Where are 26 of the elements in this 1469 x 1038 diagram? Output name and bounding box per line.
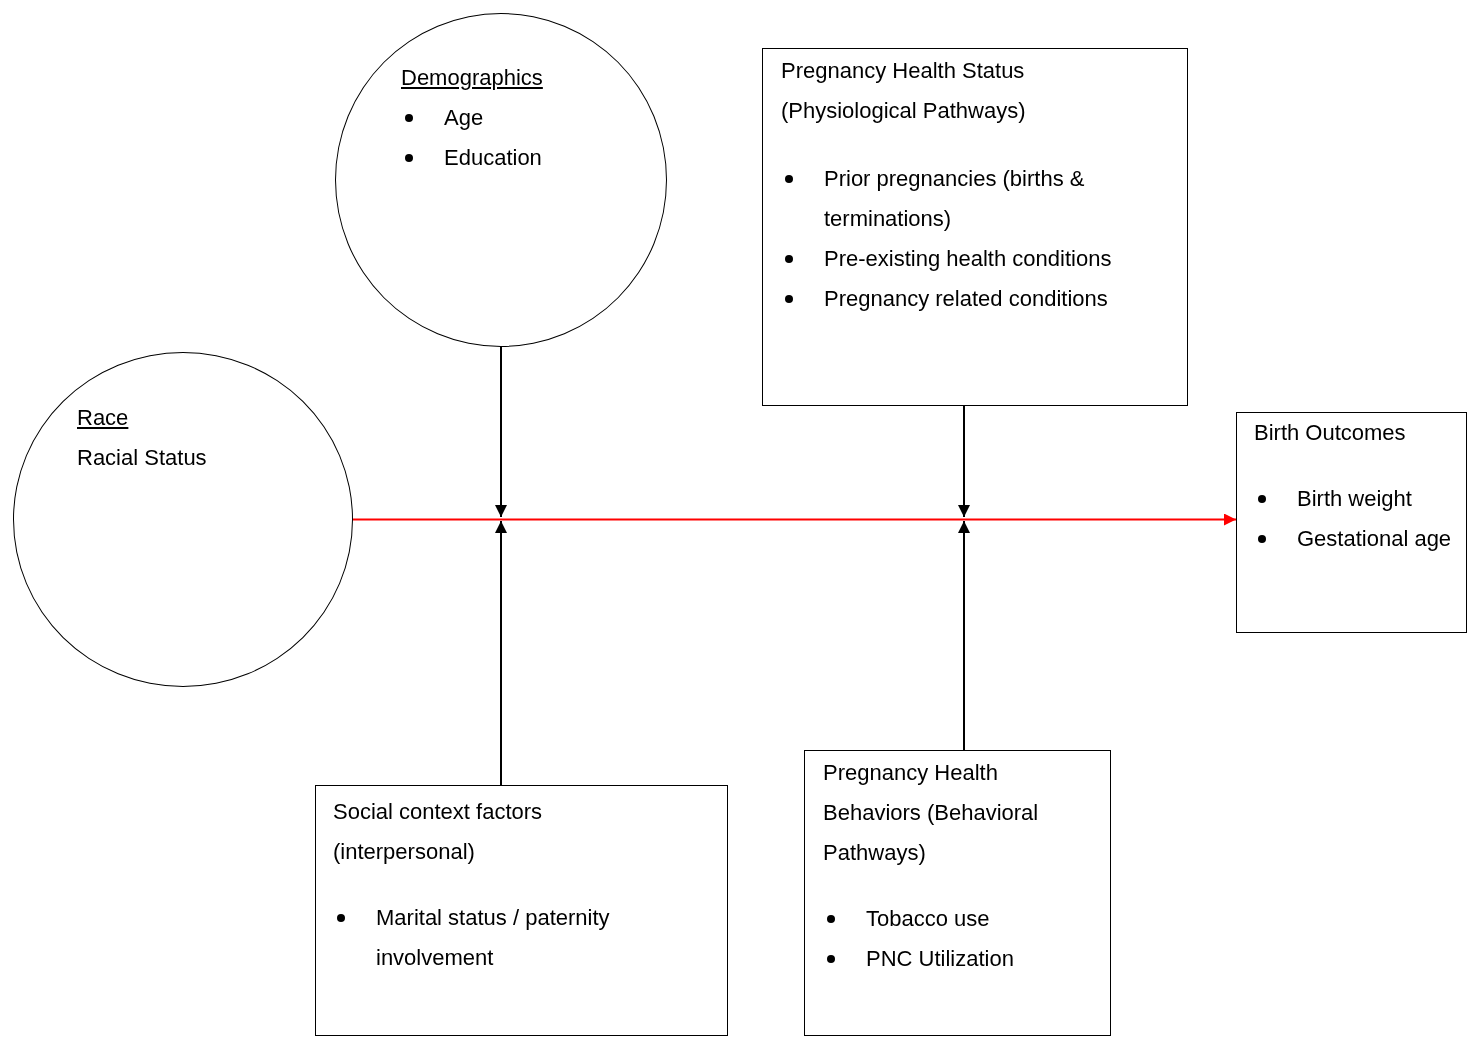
- node-heading: Demographics: [401, 64, 543, 92]
- arrow: [352, 513, 1237, 526]
- box-node: [315, 785, 728, 1036]
- arrow: [495, 346, 507, 518]
- bullet-item: Education: [444, 144, 543, 172]
- node-heading: Race: [77, 404, 129, 432]
- arrow: [958, 520, 970, 751]
- box-node: [1236, 412, 1467, 633]
- bullet-item: Age: [444, 104, 485, 132]
- box-node: [762, 48, 1188, 406]
- node-text: Racial Status: [77, 444, 208, 472]
- bullet-item: Prior pregnancies (births & terminations): [824, 165, 1086, 233]
- bullet-item: Pre-existing health conditions: [824, 245, 1113, 273]
- node-heading: Pregnancy Health Behaviors (Behavioral Pathways): [823, 759, 1040, 867]
- node-heading: Social context factors (interpersonal): [333, 798, 544, 866]
- node-heading: Pregnancy Health Status (Physiological Pathways): [781, 57, 1027, 125]
- bullet-item: Birth weight: [1297, 485, 1413, 513]
- arrow: [495, 520, 507, 786]
- node-heading: Birth Outcomes: [1254, 419, 1406, 447]
- box-node: [804, 750, 1111, 1036]
- bullet-item: Tobacco use: [866, 905, 991, 933]
- bullet-item: Pregnancy related conditions: [824, 285, 1109, 313]
- bullet-item: Marital status / paternity involvement: [376, 904, 611, 972]
- arrow: [958, 405, 970, 518]
- bullet-item: Gestational age: [1297, 525, 1453, 553]
- bullet-item: PNC Utilization: [866, 945, 1015, 973]
